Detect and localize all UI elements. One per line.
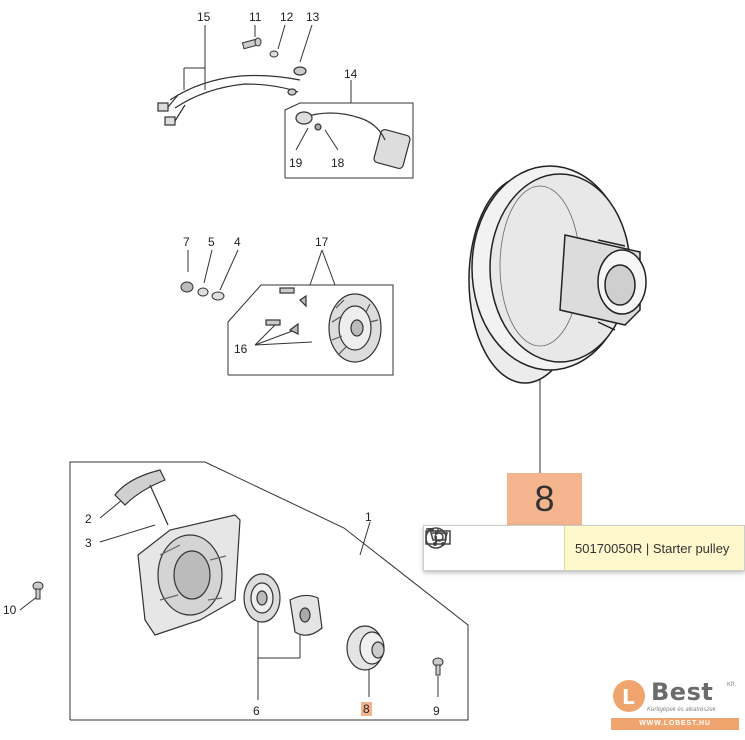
- callout-6[interactable]: 6: [253, 704, 260, 718]
- screw-part-10: [32, 581, 44, 600]
- callout-16[interactable]: 16: [234, 342, 248, 356]
- logo-url[interactable]: WWW.LOBEST.HU: [611, 718, 739, 730]
- callout-17[interactable]: 17: [315, 235, 329, 249]
- washer-part-12: [269, 50, 279, 58]
- callout-15[interactable]: 15: [197, 10, 211, 24]
- callout-18[interactable]: 18: [331, 156, 345, 170]
- part-number-description: 50170050R | Starter pulley: [564, 526, 744, 570]
- callout-2[interactable]: 2: [85, 512, 92, 526]
- callout-4[interactable]: 4: [234, 235, 241, 249]
- screw-part-9: [432, 657, 444, 676]
- group-box-17: [227, 284, 394, 376]
- logo-mark-icon: L: [613, 680, 645, 712]
- logo-tagline: Kertigépek és alkatrészek: [647, 707, 716, 713]
- callout-14[interactable]: 14: [344, 67, 358, 81]
- callout-3[interactable]: 3: [85, 536, 92, 550]
- wiring-harness-part: [157, 66, 307, 126]
- lobest-logo[interactable]: L Best Kft. Kertigépek és alkatrészek WW…: [611, 676, 739, 732]
- callout-7[interactable]: 7: [183, 235, 190, 249]
- callout-9[interactable]: 9: [433, 704, 440, 718]
- group-box-14: [284, 102, 414, 179]
- callout-11[interactable]: 11: [249, 10, 262, 24]
- logo-superscript: Kft.: [727, 682, 737, 688]
- callout-12[interactable]: 12: [280, 10, 294, 24]
- ignition-coil-part: [295, 111, 411, 170]
- logo-brand: Best: [651, 678, 714, 706]
- flywheel-part: [265, 287, 382, 363]
- rewind-spring-part: [243, 573, 323, 636]
- washer-part-5: [197, 287, 209, 297]
- starter-housing-part: [114, 469, 241, 636]
- svg-text:L: L: [622, 685, 635, 709]
- screw-part-11: [241, 37, 262, 50]
- part-tooltip: 50170050R | Starter pulley: [423, 525, 745, 571]
- highlighted-part-label[interactable]: 8: [507, 473, 582, 525]
- callout-1[interactable]: 1: [365, 510, 372, 524]
- callout-10[interactable]: 10: [3, 603, 17, 617]
- callout-8[interactable]: 8: [361, 702, 372, 716]
- tooltip-actions: [424, 526, 564, 570]
- starter-pulley-zoom: [468, 165, 647, 384]
- starter-pulley-part: [346, 625, 385, 671]
- info-icon[interactable]: [425, 527, 511, 563]
- nut-part-7: [180, 281, 194, 293]
- group-box-1: [69, 461, 469, 721]
- washer-part-4: [211, 291, 225, 301]
- callout-19[interactable]: 19: [289, 156, 303, 170]
- callout-5[interactable]: 5: [208, 235, 215, 249]
- camera-icon[interactable]: [425, 528, 556, 563]
- callout-13[interactable]: 13: [306, 10, 320, 24]
